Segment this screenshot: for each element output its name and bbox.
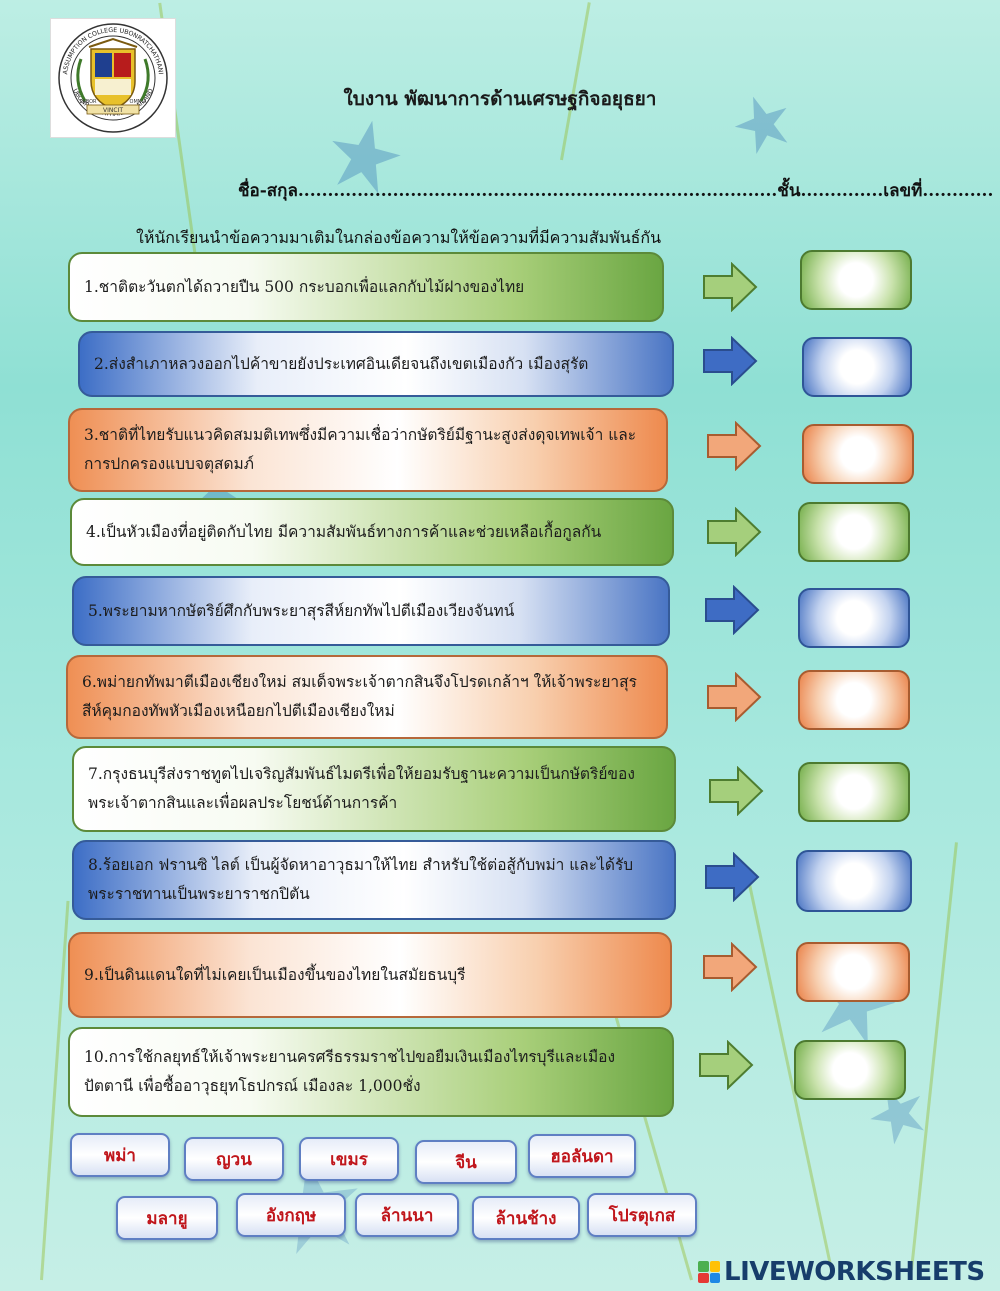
question-text: 8.ร้อยเอก ฟรานซิ ไลต์ เป็นผู้จัดหาอาวุธม… xyxy=(88,856,634,903)
arrow-right-icon xyxy=(698,1040,754,1090)
answer-box-6[interactable] xyxy=(798,670,910,730)
arrow-right-icon xyxy=(702,942,758,992)
question-box-10: 10.การใช้กลยุทธ์ให้เจ้าพระยานครศรีธรรมรา… xyxy=(68,1027,674,1117)
arrow-right-icon xyxy=(704,585,760,635)
question-text: 6.พม่ายกทัพมาตีเมืองเชียงใหม่ สมเด็จพระเ… xyxy=(82,673,637,720)
liveworksheets-logo: LIVEWORKSHEETS xyxy=(698,1257,985,1287)
question-box-5: 5.พระยามหากษัตริย์ศึกกับพระยาสุรสีห์ยกทั… xyxy=(72,576,670,646)
choice-tile[interactable]: ฮอลันดา xyxy=(528,1134,636,1178)
question-text: 1.ชาติตะวันตกได้ถวายปืน 500 กระบอกเพื่อแ… xyxy=(84,277,525,296)
choice-tile[interactable]: ล้านนา xyxy=(355,1193,459,1237)
student-info-line: ชื่อ-สกุล...............................… xyxy=(238,181,994,201)
choice-tile[interactable]: พม่า xyxy=(70,1133,170,1177)
answer-box-10[interactable] xyxy=(794,1040,906,1100)
question-text: 4.เป็นหัวเมืองที่อยู่ติดกับไทย มีความสัม… xyxy=(86,522,602,541)
choice-tile[interactable]: จีน xyxy=(415,1140,517,1184)
liveworksheets-icon xyxy=(698,1261,720,1283)
arrow-right-icon xyxy=(704,852,760,902)
arrow-right-icon xyxy=(708,766,764,816)
question-text: 9.เป็นดินแดนใดที่ไม่เคยเป็นเมืองขึ้นของไ… xyxy=(84,965,466,984)
question-box-7: 7.กรุงธนบุรีส่งราชทูตไปเจริญสัมพันธ์ไมตร… xyxy=(72,746,676,832)
worksheet-title: ใบงาน พัฒนาการด้านเศรษฐกิจอยุธยา xyxy=(343,88,657,110)
choice-tile[interactable]: ญวน xyxy=(184,1137,284,1181)
svg-text:VINCIT: VINCIT xyxy=(103,107,123,114)
question-box-4: 4.เป็นหัวเมืองที่อยู่ติดกับไทย มีความสัม… xyxy=(70,498,674,566)
question-box-3: 3.ชาติที่ไทยรับแนวคิดสมมติเทพซึ่งมีความเ… xyxy=(68,408,668,492)
arrow-right-icon xyxy=(702,336,758,386)
svg-text:OMNIA: OMNIA xyxy=(130,99,147,105)
answer-box-7[interactable] xyxy=(798,762,910,822)
arrow-right-icon xyxy=(706,421,762,471)
answer-box-9[interactable] xyxy=(796,942,910,1002)
answer-box-3[interactable] xyxy=(802,424,914,484)
question-box-8: 8.ร้อยเอก ฟรานซิ ไลต์ เป็นผู้จัดหาอาวุธม… xyxy=(72,840,676,920)
question-box-6: 6.พม่ายกทัพมาตีเมืองเชียงใหม่ สมเด็จพระเ… xyxy=(66,655,668,739)
arrow-right-icon xyxy=(706,507,762,557)
answer-box-5[interactable] xyxy=(798,588,910,648)
question-text: 5.พระยามหากษัตริย์ศึกกับพระยาสุรสีห์ยกทั… xyxy=(88,601,515,620)
answer-box-1[interactable] xyxy=(800,250,912,310)
question-box-1: 1.ชาติตะวันตกได้ถวายปืน 500 กระบอกเพื่อแ… xyxy=(68,252,664,322)
svg-text:LABOR: LABOR xyxy=(79,99,97,105)
arrow-right-icon xyxy=(702,262,758,312)
choice-tile[interactable]: ล้านช้าง xyxy=(472,1196,580,1240)
choice-tile[interactable]: โปรตุเกส xyxy=(587,1193,697,1237)
arrow-right-icon xyxy=(706,672,762,722)
question-text: 10.การใช้กลยุทธ์ให้เจ้าพระยานครศรีธรรมรา… xyxy=(84,1048,616,1095)
liveworksheets-text: LIVEWORKSHEETS xyxy=(724,1257,985,1287)
answer-box-2[interactable] xyxy=(802,337,912,397)
instruction-text: ให้นักเรียนนำข้อความมาเติมในกล่องข้อความ… xyxy=(136,228,662,247)
choice-tile[interactable]: เขมร xyxy=(299,1137,399,1181)
question-box-2: 2.ส่งสำเภาหลวงออกไปค้าขายยังประเทศอินเดี… xyxy=(78,331,674,397)
question-text: 7.กรุงธนบุรีส่งราชทูตไปเจริญสัมพันธ์ไมตร… xyxy=(88,765,635,812)
question-text: 2.ส่งสำเภาหลวงออกไปค้าขายยังประเทศอินเดี… xyxy=(94,354,589,373)
choice-tile[interactable]: อังกฤษ xyxy=(236,1193,346,1237)
school-logo: ASSUMPTION COLLEGE UBONRATCHATHANI UBONR… xyxy=(50,18,176,138)
question-box-9: 9.เป็นดินแดนใดที่ไม่เคยเป็นเมืองขึ้นของไ… xyxy=(68,932,672,1018)
question-text: 3.ชาติที่ไทยรับแนวคิดสมมติเทพซึ่งมีความเ… xyxy=(84,426,637,473)
answer-box-8[interactable] xyxy=(796,850,912,912)
answer-box-4[interactable] xyxy=(798,502,910,562)
choice-tile[interactable]: มลายู xyxy=(116,1196,218,1240)
